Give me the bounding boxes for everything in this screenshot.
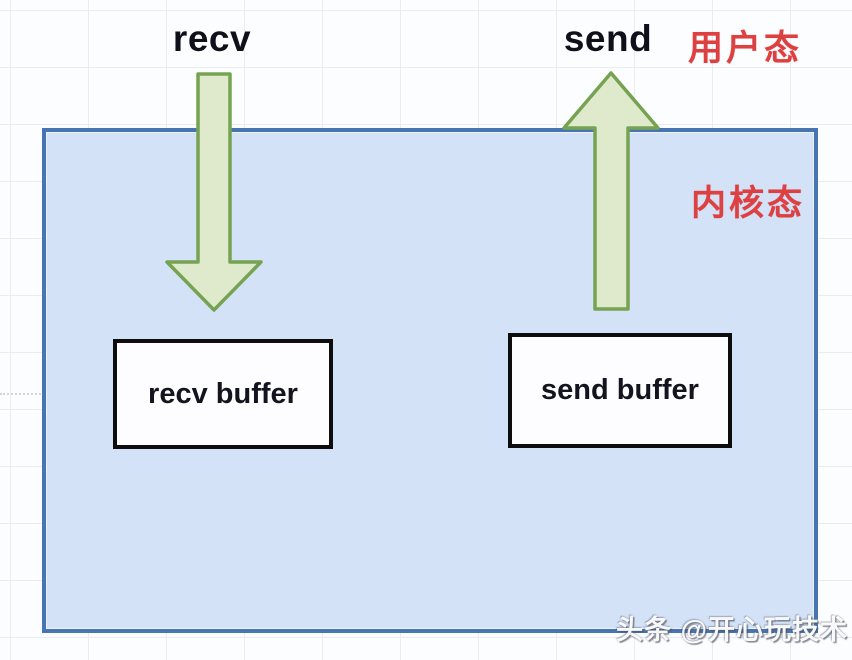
send-buffer-label: send buffer	[541, 374, 699, 406]
send-syscall-label: send	[563, 18, 653, 59]
grid-guide-dashes	[0, 393, 41, 395]
send-buffer-box: send buffer	[508, 333, 732, 448]
recv-buffer-label: recv buffer	[148, 377, 298, 410]
kernel-mode-label: 内核态	[690, 184, 806, 223]
watermark-text: 头条 @开心玩技术	[616, 615, 848, 645]
user-mode-label: 用户态	[687, 29, 803, 68]
recv-syscall-label: recv	[172, 18, 252, 59]
recv-buffer-box: recv buffer	[113, 339, 333, 449]
